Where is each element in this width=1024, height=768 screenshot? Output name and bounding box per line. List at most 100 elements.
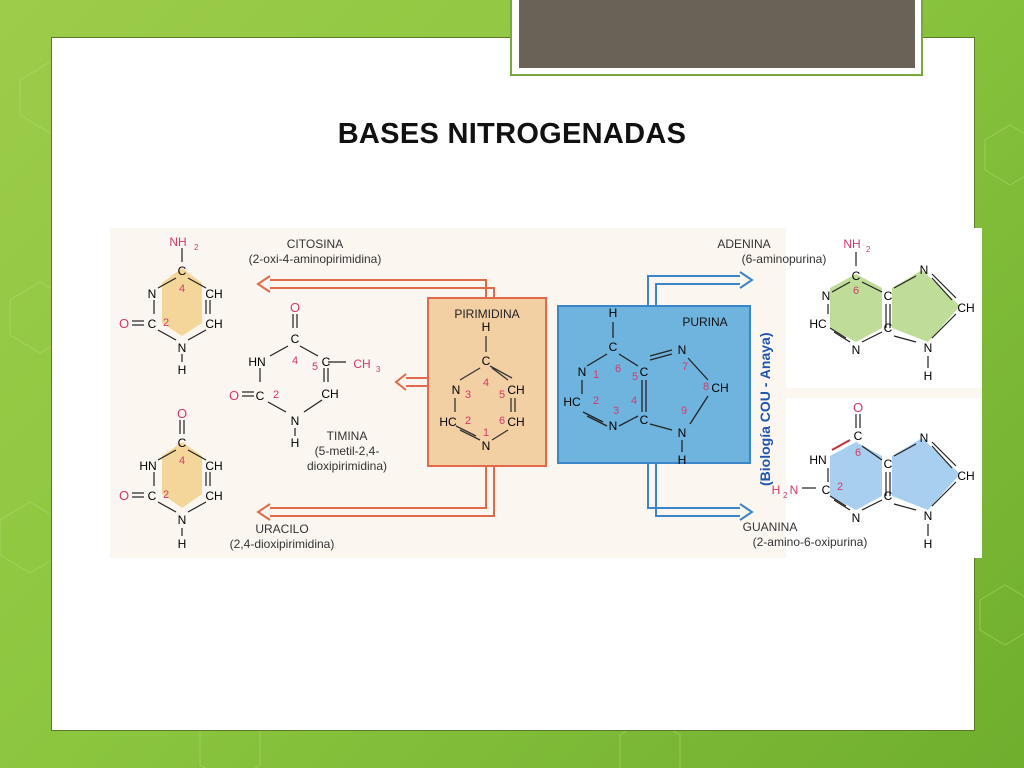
svg-text:4: 4 (179, 455, 185, 467)
svg-text:3: 3 (465, 389, 471, 401)
svg-text:C: C (884, 489, 893, 503)
svg-text:N: N (178, 341, 187, 355)
svg-text:2: 2 (837, 481, 843, 493)
svg-text:9: 9 (681, 405, 687, 417)
svg-text:N: N (790, 483, 799, 497)
svg-text:O: O (290, 300, 300, 315)
svg-text:O: O (119, 488, 129, 503)
svg-text:1: 1 (593, 369, 599, 381)
svg-text:C: C (291, 332, 300, 346)
svg-text:H: H (178, 363, 187, 377)
svg-text:C: C (640, 365, 649, 379)
svg-text:6: 6 (615, 363, 621, 375)
svg-text:CH: CH (205, 287, 222, 301)
svg-text:2: 2 (465, 415, 471, 427)
svg-text:H: H (772, 483, 781, 497)
svg-text:6: 6 (499, 415, 505, 427)
svg-text:N: N (482, 439, 491, 453)
svg-text:C: C (884, 321, 893, 335)
citosina-structure: NH 2 C N CH O C CH N H 4 2 (119, 235, 223, 377)
pyrimidine-label: PIRIMIDINA (454, 307, 519, 321)
timina-desc-line2: dioxipirimidina) (307, 459, 387, 473)
purine-box: PURINA H C N N C CH HC C N N H (557, 305, 751, 467)
svg-text:H: H (609, 306, 618, 320)
pyrimidine-box: PIRIMIDINA H C N CH HC CH N 4 3 5 2 6 1 (427, 297, 547, 467)
svg-text:CH: CH (711, 381, 728, 395)
svg-text:2: 2 (273, 389, 279, 401)
svg-text:H: H (924, 537, 933, 551)
svg-text:C: C (322, 355, 331, 369)
svg-text:HN: HN (809, 453, 826, 467)
svg-text:2: 2 (194, 243, 199, 252)
svg-text:C: C (822, 483, 831, 497)
svg-text:5: 5 (632, 371, 638, 383)
svg-text:C: C (148, 489, 157, 503)
svg-text:C: C (178, 264, 187, 278)
svg-text:1: 1 (483, 427, 489, 439)
page-title: BASES NITROGENADAS (337, 118, 687, 150)
svg-text:5: 5 (499, 389, 505, 401)
purine-label: PURINA (682, 315, 727, 329)
svg-text:N: N (148, 287, 157, 301)
uracilo-name: URACILO (255, 522, 308, 536)
svg-text:4: 4 (483, 377, 489, 389)
purine-arrows (647, 271, 754, 521)
svg-text:C: C (178, 436, 187, 450)
citosina-name: CITOSINA (287, 237, 343, 251)
svg-text:H: H (678, 453, 687, 467)
svg-text:NH: NH (843, 237, 860, 251)
svg-text:N: N (852, 511, 861, 525)
svg-text:7: 7 (682, 361, 688, 373)
svg-text:CH: CH (205, 489, 222, 503)
svg-text:2: 2 (866, 245, 871, 254)
adenina-name: ADENINA (717, 237, 770, 251)
svg-text:4: 4 (179, 283, 185, 295)
svg-text:CH: CH (507, 383, 524, 397)
svg-text:C: C (482, 354, 491, 368)
guanina-structure: O C N HN C CH H 2 N C C N N H 6 2 (772, 398, 982, 558)
svg-text:CH: CH (205, 317, 222, 331)
svg-text:H: H (178, 537, 187, 551)
svg-text:O: O (853, 400, 863, 415)
uracilo-structure: O C HN CH O C CH N H 4 2 (119, 406, 223, 551)
svg-text:H: H (482, 320, 491, 334)
svg-text:HC: HC (809, 317, 827, 331)
svg-text:6: 6 (855, 447, 861, 459)
svg-text:C: C (640, 413, 649, 427)
svg-text:4: 4 (292, 355, 298, 367)
svg-text:N: N (924, 509, 933, 523)
svg-text:4: 4 (631, 395, 637, 407)
svg-text:N: N (678, 343, 687, 357)
svg-text:N: N (920, 431, 929, 445)
credit-text: (Biología COU - Anaya) (757, 333, 773, 487)
timina-structure: O HN C C CH 3 O C CH N H 4 5 2 (229, 300, 381, 450)
svg-text:CH: CH (957, 301, 974, 315)
svg-text:2: 2 (163, 317, 169, 329)
svg-text:N: N (291, 414, 300, 428)
svg-text:CH: CH (957, 469, 974, 483)
uracilo-desc: (2,4-dioxipirimidina) (230, 537, 335, 551)
svg-text:2: 2 (593, 395, 599, 407)
svg-text:CH: CH (507, 415, 524, 429)
svg-text:CH: CH (353, 357, 370, 371)
svg-text:C: C (884, 457, 893, 471)
svg-text:HN: HN (248, 355, 265, 369)
svg-text:5: 5 (312, 361, 318, 373)
svg-text:N: N (578, 365, 587, 379)
svg-text:H: H (924, 369, 933, 383)
svg-text:CH: CH (321, 387, 338, 401)
guanina-desc: (2-amino-6-oxipurina) (753, 535, 868, 549)
svg-text:H: H (291, 436, 300, 450)
svg-text:N: N (609, 419, 618, 433)
svg-text:N: N (852, 343, 861, 357)
guanina-name: GUANINA (743, 520, 798, 534)
svg-text:HC: HC (439, 415, 457, 429)
svg-text:2: 2 (163, 489, 169, 501)
pyrimidine-arrows (256, 275, 495, 521)
svg-text:C: C (609, 340, 618, 354)
svg-text:3: 3 (376, 365, 381, 374)
adenina-desc: (6-aminopurina) (742, 252, 827, 266)
svg-text:N: N (822, 289, 831, 303)
svg-text:O: O (119, 316, 129, 331)
citosina-desc: (2-oxi-4-aminopirimidina) (249, 252, 382, 266)
